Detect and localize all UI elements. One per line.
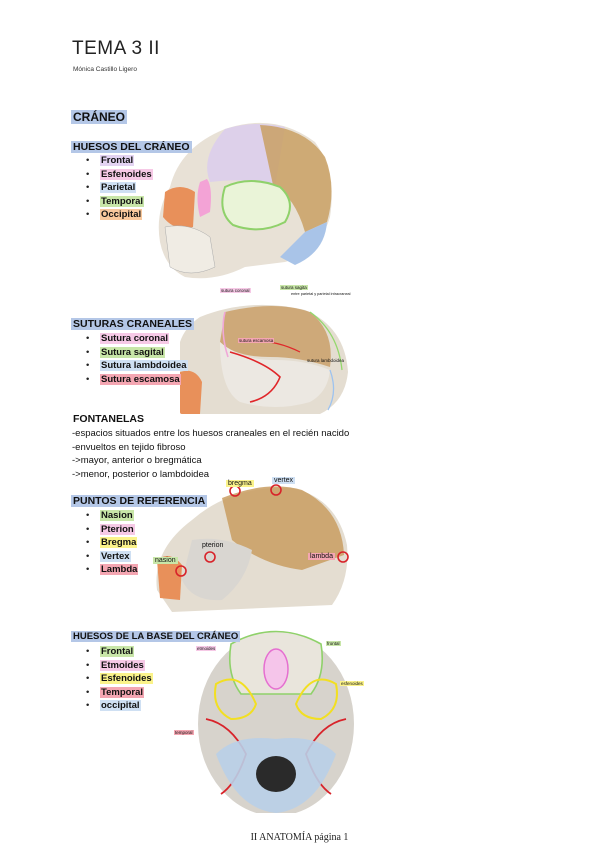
list-item: Esfenoides	[72, 672, 153, 686]
skull-base-image	[196, 624, 356, 813]
list-item: Frontal	[72, 645, 153, 659]
list-item: Frontal	[72, 154, 153, 168]
label-sutura-escamosa: sutura escamosa	[238, 338, 275, 343]
label-bregma: bregma	[226, 480, 254, 487]
list-item: Sutura escamosa	[72, 373, 188, 387]
label-sutura-lambdoidea: sutura lambdoidea	[307, 358, 345, 363]
label-sutura-sagital: sutura sagita	[280, 285, 308, 290]
list-item: Occipital	[72, 208, 153, 222]
huesos-list: Frontal Esfenoides Parietal Temporal Occ…	[72, 154, 153, 222]
list-item: Parietal	[72, 181, 153, 195]
base-list: Frontal Etmoides Esfenoides Temporal occ…	[72, 645, 153, 713]
label-sutura-coronal: sutura coronal	[220, 288, 251, 293]
fontanelas-text: -espacios situados entre los huesos cran…	[72, 427, 392, 481]
main-heading: CRÁNEO	[71, 110, 128, 124]
label-frontal: frontal	[326, 641, 341, 646]
list-item: Sutura sagital	[72, 346, 188, 360]
fontanelas-line: ->menor, posterior o lambdoidea	[72, 468, 210, 480]
list-item: Sutura coronal	[72, 332, 188, 346]
list-item: Lambda	[72, 563, 139, 577]
author-name: Mónica Castillo Ligero	[73, 66, 137, 73]
section-heading-puntos: PUNTOS DE REFERENCIA	[71, 495, 208, 507]
label-lambda: lambda	[308, 553, 335, 560]
list-item: Nasion	[72, 509, 138, 523]
section-heading-base: HUESOS DE LA BASE DEL CRÁNEO	[71, 631, 241, 642]
skull-lateral-image	[155, 117, 333, 283]
list-item: Pterion	[72, 523, 138, 537]
label-esfenoides: esfenoides	[340, 681, 364, 686]
label-sutura-sagital-note: entre parietal y parietal intracraneal	[291, 292, 351, 296]
label-vertex: vertex	[272, 477, 296, 484]
label-temporal: temporal	[174, 730, 194, 735]
label-pterion: pterion	[202, 542, 224, 549]
list-item: Esfenoides	[72, 168, 153, 182]
list-item: occipital	[72, 699, 153, 713]
fontanelas-line: -espacios situados entre los huesos cran…	[72, 428, 350, 439]
section-heading-huesos: HUESOS DEL CRÁNEO	[71, 141, 192, 153]
list-item: Temporal	[72, 195, 153, 209]
section-heading-fontanelas: FONTANELAS	[73, 413, 144, 425]
list-item: Temporal	[72, 686, 153, 700]
list-item: Sutura lambdoidea	[72, 359, 188, 373]
puntos-list: Nasion Pterion Bregma Vertex Lambda	[72, 509, 139, 577]
page-footer: II ANATOMÍA página 1	[250, 832, 349, 843]
suturas-list: Sutura coronal Sutura sagital Sutura lam…	[72, 332, 188, 386]
fontanelas-line: -envueltos en tejido fibroso	[72, 441, 186, 453]
document-title: TEMA 3 II	[72, 38, 160, 59]
label-etmoides: etmoides	[196, 646, 217, 651]
list-item: Etmoides	[72, 659, 153, 673]
label-nasion: nasion	[153, 557, 178, 564]
list-item: Bregma	[72, 536, 138, 550]
list-item: Vertex	[72, 550, 138, 564]
section-heading-suturas: SUTURAS CRANEALES	[71, 318, 195, 330]
fontanelas-line: ->mayor, anterior o bregmática	[72, 455, 202, 466]
skull-landmarks-image	[152, 480, 352, 612]
